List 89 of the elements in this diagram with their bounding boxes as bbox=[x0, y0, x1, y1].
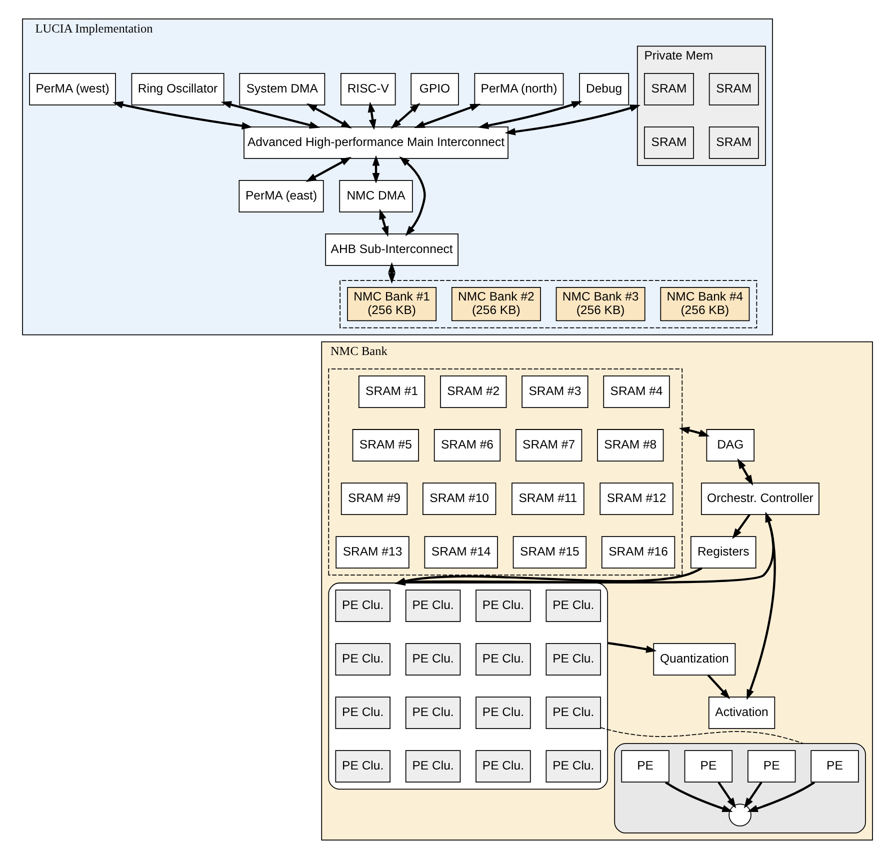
cluster bbox=[328, 582, 608, 790]
arrow bbox=[736, 458, 753, 486]
arrow bbox=[606, 642, 656, 653]
node-box: SRAM #4 bbox=[602, 376, 670, 408]
node-box: SRAM #8 bbox=[596, 429, 664, 462]
node-box: Orchestr. Controller bbox=[700, 482, 819, 516]
arrow bbox=[378, 208, 388, 237]
arrow bbox=[717, 782, 736, 808]
node-box: Ring Oscillator bbox=[130, 72, 224, 106]
node-box: SRAM bbox=[643, 72, 694, 106]
node-box: SRAM #9 bbox=[340, 482, 408, 516]
node-box: SRAM bbox=[708, 72, 758, 106]
node-circle bbox=[728, 804, 751, 826]
node-box: PE Clu. bbox=[475, 590, 530, 622]
node-box: SRAM #15 bbox=[512, 536, 586, 569]
arrow bbox=[305, 156, 352, 182]
arrow bbox=[664, 781, 732, 812]
node-box: PE Clu. bbox=[334, 696, 390, 730]
node-box: SRAM #11 bbox=[511, 482, 584, 516]
arrow bbox=[732, 514, 750, 540]
node-box: SRAM #5 bbox=[352, 429, 418, 462]
node-box: SRAM #2 bbox=[440, 376, 506, 408]
node-box: AHB Sub-Interconnect bbox=[324, 233, 458, 266]
arrow bbox=[398, 156, 426, 236]
arrow bbox=[372, 155, 380, 184]
arrow bbox=[743, 782, 762, 808]
node-box: SRAM #13 bbox=[335, 536, 409, 569]
node-box: PerMA (east) bbox=[238, 180, 324, 212]
node-box: PE Clu. bbox=[475, 643, 530, 676]
node-box: PE bbox=[620, 750, 669, 783]
arrow bbox=[706, 674, 730, 700]
node-box: Debug bbox=[578, 72, 629, 106]
node-box: RISC-V bbox=[340, 72, 396, 106]
node-box: PE Clu. bbox=[545, 750, 600, 783]
arrow bbox=[390, 102, 420, 129]
node-box: GPIO bbox=[410, 72, 458, 106]
arrow bbox=[504, 104, 640, 136]
arrow bbox=[678, 426, 710, 437]
cluster bbox=[328, 368, 682, 576]
arrow bbox=[367, 102, 376, 130]
arrow bbox=[746, 512, 776, 700]
node-box: PE Clu. bbox=[545, 643, 600, 676]
node-box: SRAM bbox=[643, 126, 694, 159]
node-box: PE Clu. bbox=[334, 643, 390, 676]
node-box: SRAM #6 bbox=[433, 429, 500, 462]
arrow bbox=[746, 781, 815, 812]
node-box: NMC Bank #1 (256 KB) bbox=[346, 286, 436, 322]
node-box: SRAM #10 bbox=[422, 482, 496, 516]
node-box: Quantization bbox=[652, 643, 736, 676]
node-box: Registers bbox=[690, 536, 756, 569]
node-box: PE Clu. bbox=[475, 750, 530, 783]
node-box: NMC Bank #4 (256 KB) bbox=[660, 286, 750, 322]
node-box: PE Clu. bbox=[475, 696, 530, 730]
node-box: SRAM #3 bbox=[521, 376, 588, 408]
node-box: PE Clu. bbox=[334, 750, 390, 783]
node-box: PE Clu. bbox=[404, 750, 460, 783]
node-box: PE Clu. bbox=[545, 696, 600, 730]
node-box: PE bbox=[810, 750, 858, 783]
node-box: PE Clu. bbox=[334, 590, 390, 622]
node-box: PE bbox=[746, 750, 796, 783]
arrow bbox=[477, 101, 582, 130]
connector bbox=[600, 727, 804, 744]
node-box: PE Clu. bbox=[545, 590, 600, 622]
arrow bbox=[112, 101, 252, 130]
node-box: SRAM #16 bbox=[600, 536, 675, 569]
node-box: PE Clu. bbox=[404, 696, 460, 730]
cluster bbox=[339, 280, 757, 328]
node-box: PE Clu. bbox=[404, 590, 460, 622]
node-box: NMC Bank #3 (256 KB) bbox=[555, 286, 645, 322]
arrow bbox=[388, 262, 395, 284]
node-box: System DMA bbox=[238, 72, 325, 106]
node-box: NMC DMA bbox=[338, 180, 412, 212]
node-box: PE bbox=[684, 750, 732, 783]
node-box: SRAM #7 bbox=[514, 429, 582, 462]
node-box: DAG bbox=[706, 429, 754, 462]
node-box: Advanced High-performance Main Interconnect bbox=[243, 126, 508, 159]
arrow bbox=[306, 103, 352, 128]
cluster bbox=[614, 743, 866, 834]
arrow bbox=[414, 104, 480, 128]
node-box: PE Clu. bbox=[404, 643, 460, 676]
node-box: PerMA (west) bbox=[28, 72, 116, 106]
node-box: SRAM #1 bbox=[358, 376, 425, 408]
node-box: NMC Bank #2 (256 KB) bbox=[450, 286, 540, 322]
node-box: SRAM #12 bbox=[599, 482, 673, 516]
node-box: Activation bbox=[708, 696, 775, 730]
node-box: SRAM #14 bbox=[424, 536, 498, 569]
node-box: PerMA (north) bbox=[474, 72, 564, 106]
node-box: SRAM bbox=[708, 126, 758, 159]
arrow bbox=[220, 101, 320, 129]
